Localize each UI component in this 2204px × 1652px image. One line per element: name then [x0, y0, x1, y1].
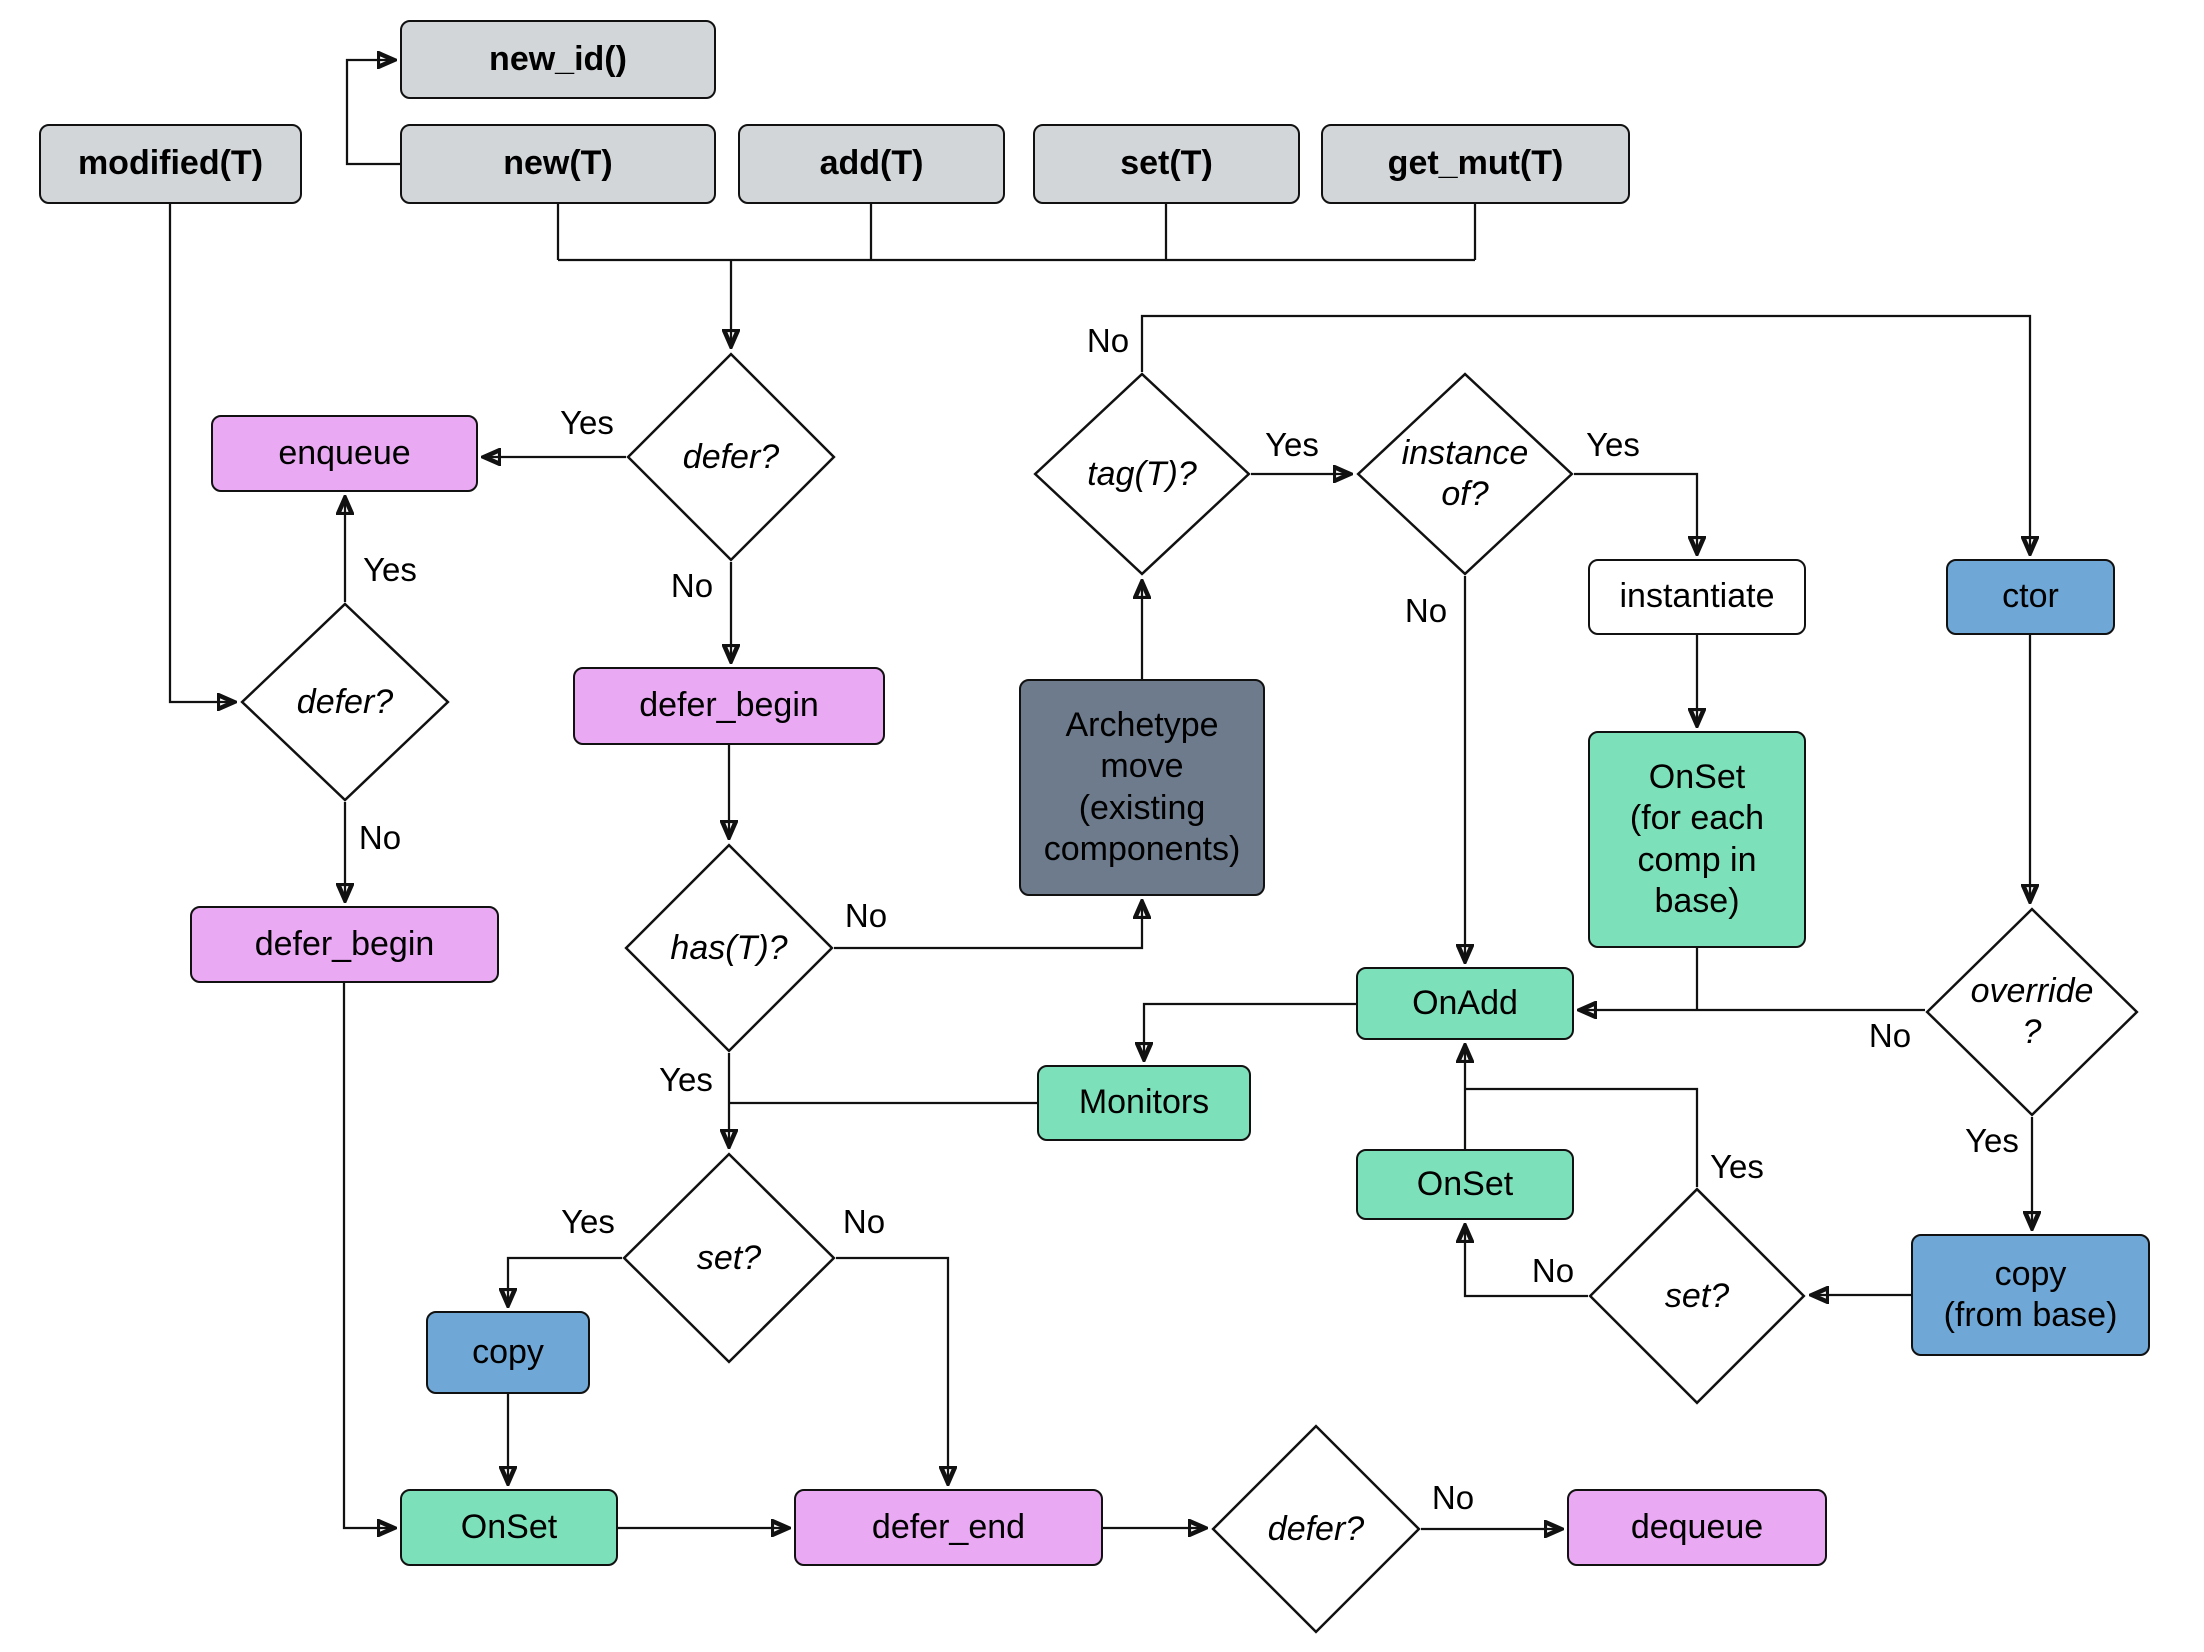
node-defer-bottom: defer?	[1211, 1424, 1421, 1634]
diamond-shape	[1925, 907, 2139, 1117]
node-get-mut: get_mut(T)	[1321, 124, 1630, 204]
edge-hast-no-to-archetype	[834, 902, 1142, 950]
edge-label-defer-left-yes: Yes	[363, 551, 417, 588]
node-add: add(T)	[738, 124, 1005, 204]
node-modified: modified(T)	[39, 124, 302, 204]
diamond-shape	[1033, 372, 1251, 576]
edge-setright-no-to-onset	[1465, 1226, 1588, 1298]
node-set-left: set?	[622, 1152, 836, 1364]
edge-label-defer-bottom-no: No	[1431, 1479, 1475, 1516]
node-onset-right: OnSet	[1356, 1149, 1574, 1220]
diamond-label: defer?	[1267, 1509, 1365, 1548]
node-instantiate: instantiate	[1588, 559, 1806, 635]
edge-label-set-left-no: No	[842, 1203, 886, 1240]
edge-label-override-yes: Yes	[1965, 1122, 2019, 1159]
node-new: new(T)	[400, 124, 716, 204]
edge-new-to-newid	[345, 60, 400, 166]
node-copy-from-base: copy (from base)	[1911, 1234, 2150, 1356]
edge-tag-no-to-ctor	[1140, 314, 2030, 553]
edge-deferbeginleft-to-onset	[342, 983, 394, 1528]
edge-label-has-t-yes: Yes	[659, 1061, 713, 1098]
diamond-label: has(T)?	[670, 928, 788, 967]
node-onadd: OnAdd	[1356, 967, 1574, 1040]
edge-instance-yes-to-instantiate	[1574, 472, 1697, 553]
edge-label-has-t-no: No	[844, 897, 888, 934]
node-onset-base: OnSet (for each comp in base)	[1588, 731, 1806, 948]
edge-label-set-right-yes: Yes	[1710, 1148, 1764, 1185]
diamond-label: defer?	[682, 437, 780, 476]
diamond-label: tag(T)?	[1087, 454, 1197, 493]
node-set: set(T)	[1033, 124, 1300, 204]
diamond-shape	[1211, 1424, 1421, 1634]
node-override: override ?	[1925, 907, 2139, 1117]
node-has-t: has(T)?	[624, 843, 834, 1053]
diamond-shape	[626, 352, 836, 562]
node-onset-left: OnSet	[400, 1489, 618, 1566]
diamond-shape	[1356, 372, 1574, 576]
diamond-label: override ?	[1970, 972, 2094, 1051]
node-defer-begin-left: defer_begin	[190, 906, 499, 983]
node-defer-end: defer_end	[794, 1489, 1103, 1566]
edge-label-override-no: No	[1868, 1017, 1912, 1054]
diamond-shape	[624, 843, 834, 1053]
node-archetype-move: Archetype move (existing components)	[1019, 679, 1265, 896]
diamond-label: set?	[696, 1238, 762, 1277]
node-new-id: new_id()	[400, 20, 716, 99]
node-defer-left: defer?	[240, 602, 450, 802]
edge-label-defer-top-no: No	[670, 567, 714, 604]
diamond-label: instance of?	[1401, 434, 1529, 513]
node-instance-of: instance of?	[1356, 372, 1574, 576]
node-dequeue: dequeue	[1567, 1489, 1827, 1566]
edge-setright-yes-join	[1466, 1087, 1699, 1187]
edge-label-defer-top-yes: Yes	[560, 404, 614, 441]
edge-setleft-yes-to-copy	[508, 1256, 622, 1305]
edge-label-defer-left-no: No	[358, 819, 402, 856]
edge-label-instance-no: No	[1404, 592, 1448, 629]
node-tag-t: tag(T)?	[1033, 372, 1251, 576]
node-defer-top: defer?	[626, 352, 836, 562]
diamond-shape	[240, 602, 450, 802]
edge-setleft-no-to-deferend	[836, 1256, 948, 1483]
node-copy: copy	[426, 1311, 590, 1394]
edge-api-bus	[556, 204, 1477, 262]
diamond-shape	[1588, 1187, 1806, 1405]
diamond-label: defer?	[296, 682, 394, 721]
node-set-right: set?	[1588, 1187, 1806, 1405]
edge-onadd-to-monitors	[1144, 1002, 1356, 1059]
diamond-shape	[622, 1152, 836, 1364]
edge-label-set-right-no: No	[1531, 1252, 1575, 1289]
node-ctor: ctor	[1946, 559, 2115, 635]
edge-label-tag-yes: Yes	[1265, 426, 1319, 463]
edge-modified-to-defer-left	[168, 204, 234, 702]
node-monitors: Monitors	[1037, 1065, 1251, 1141]
node-enqueue: enqueue	[211, 415, 478, 492]
diamond-label: set?	[1664, 1276, 1730, 1315]
edge-label-tag-no: No	[1086, 322, 1130, 359]
edge-label-instance-yes: Yes	[1586, 426, 1640, 463]
node-defer-begin-mid: defer_begin	[573, 667, 885, 745]
edge-label-set-left-yes: Yes	[561, 1203, 615, 1240]
